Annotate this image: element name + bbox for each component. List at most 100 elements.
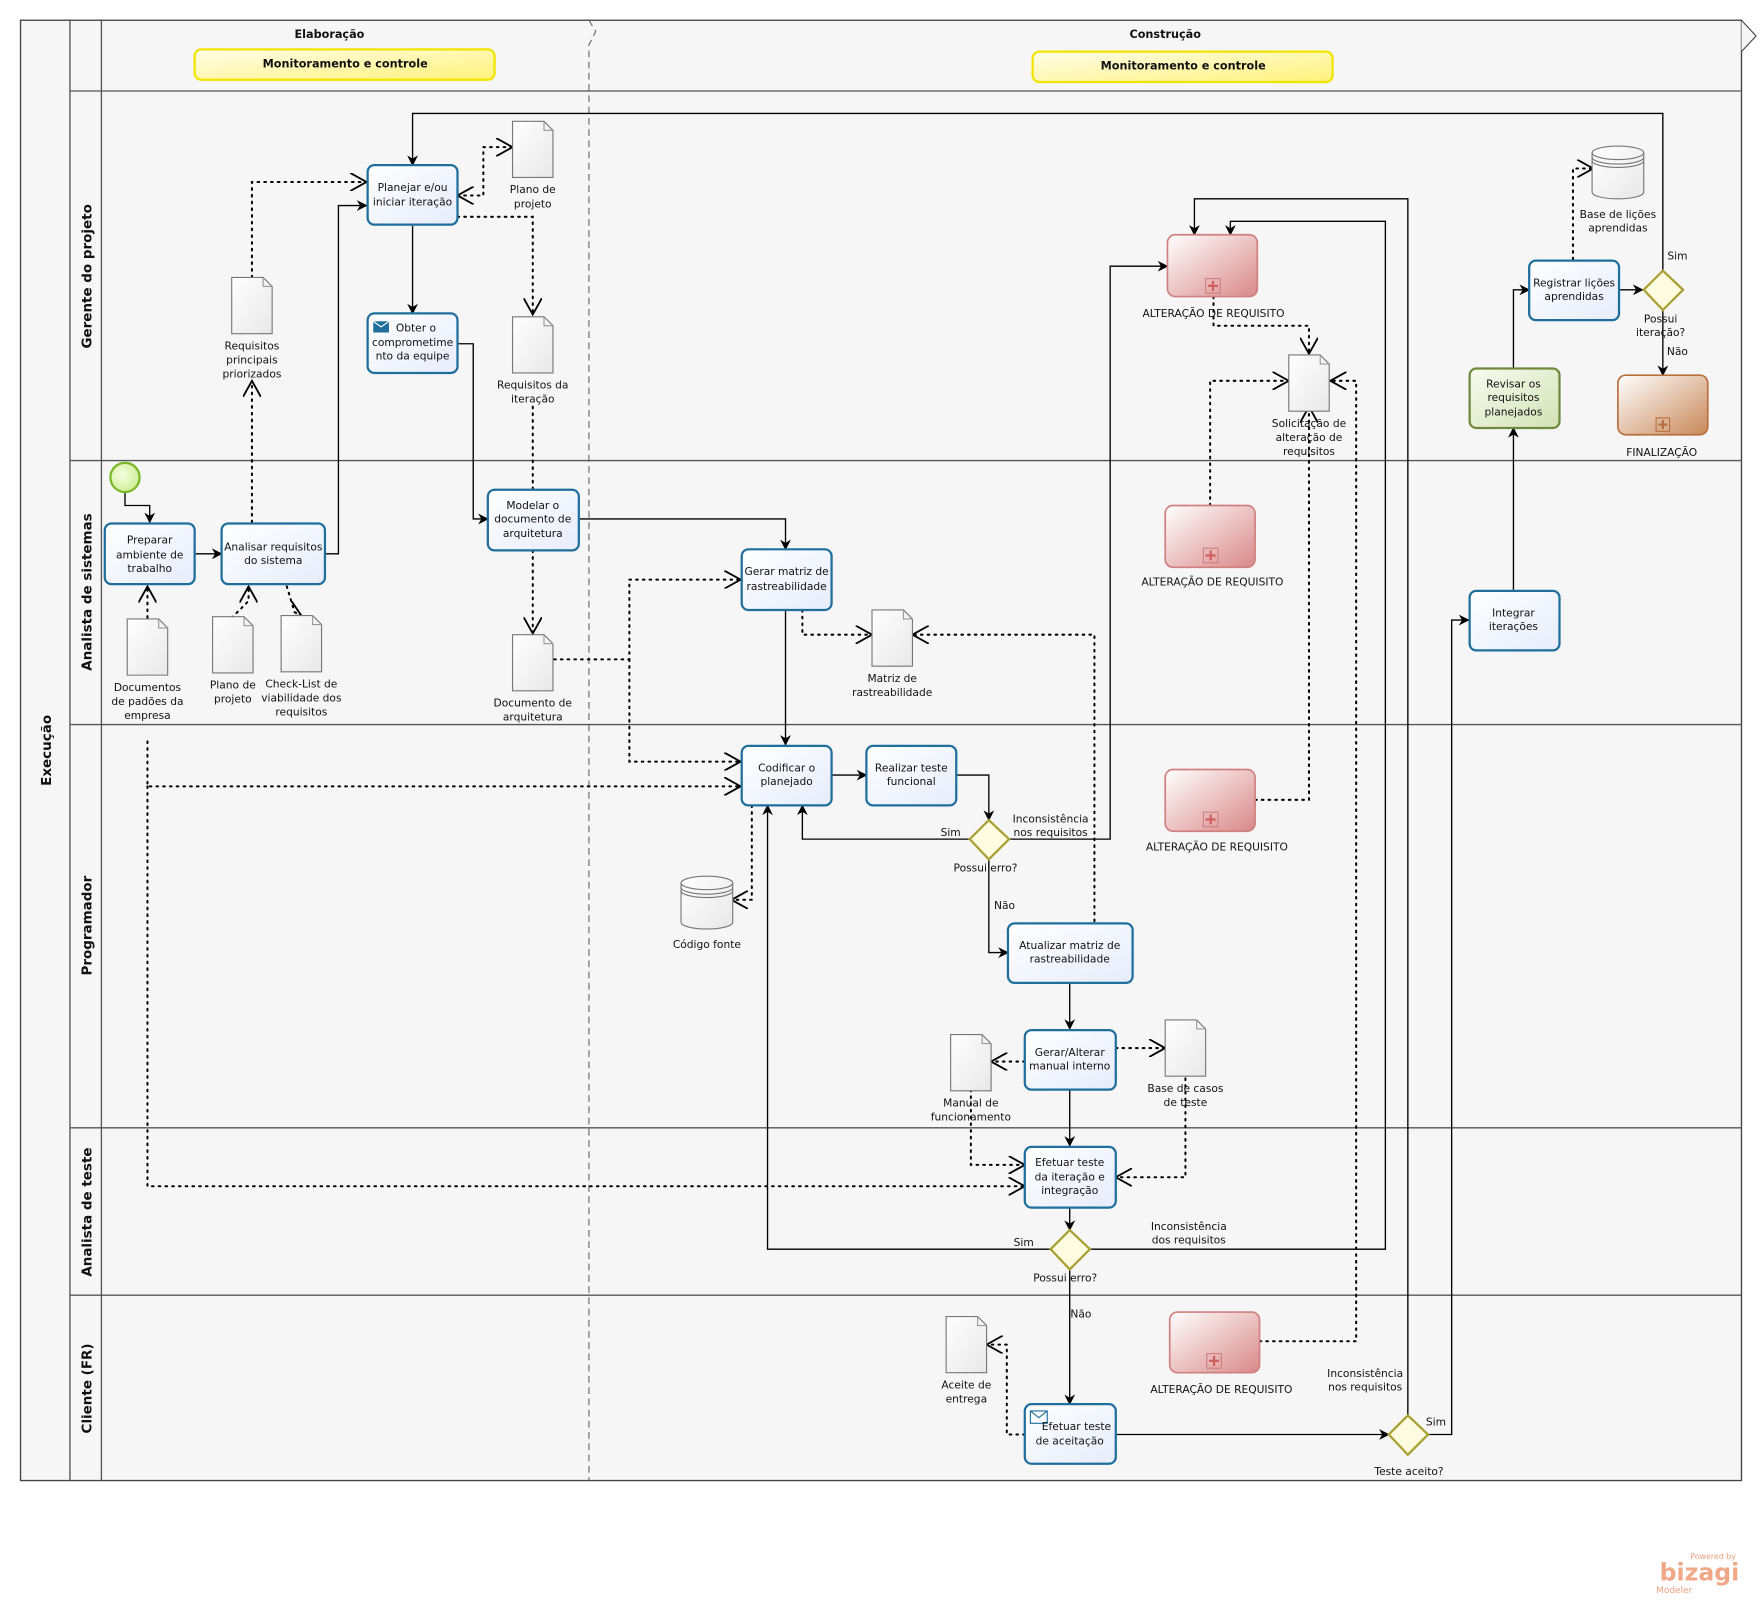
datastore-base-licoes-label-2: aprendidas (1588, 221, 1648, 234)
task-analisar-label-2: do sistema (244, 554, 302, 567)
task-integrar-label-2: iterações (1489, 620, 1539, 633)
subprocess-finalizacao[interactable]: FINALIZAÇÃO (1617, 374, 1709, 459)
data-object-label: principais (226, 353, 278, 366)
datastore-codigo-fonte[interactable]: Código fonte (673, 875, 741, 951)
milestone-elaboracao-label: Monitoramento e controle (263, 57, 428, 70)
document-icon (871, 609, 914, 667)
document-icon (1164, 1019, 1207, 1077)
task-preparar-label-1: Preparar (127, 534, 173, 547)
subprocess-alteracao-2[interactable]: ALTERAÇÃO DE REQUISITO (1141, 504, 1283, 589)
document-icon (126, 618, 169, 676)
milestone-construcao[interactable] (1031, 50, 1334, 84)
watermark-brand: bizagi (1660, 1559, 1740, 1587)
document-icon (511, 120, 554, 179)
subprocess-alteracao-3[interactable]: ALTERAÇÃO DE REQUISITO (1146, 768, 1288, 853)
gw4-label-2: iteração? (1636, 326, 1685, 339)
task-codificar-label-2: planejado (760, 775, 812, 788)
task-revisar-label-3: planejados (1484, 406, 1542, 419)
task-atualizar-label-1: Atualizar matriz de (1019, 939, 1120, 952)
document-icon (212, 616, 254, 674)
task-codificar-label-1: Codificar o (758, 762, 815, 775)
lane-label-analista-sistemas: Analista de sistemas (79, 513, 95, 670)
subprocess-alteracao-3-label: ALTERAÇÃO DE REQUISITO (1146, 840, 1288, 853)
task-planejar-label-1: Planejar e/ou (378, 181, 448, 194)
envelope-icon (1029, 1410, 1048, 1424)
task-preparar-label-3: trabalho (127, 562, 172, 575)
subprocess-alteracao-4[interactable]: ALTERAÇÃO DE REQUISITO (1150, 1311, 1292, 1396)
pool-label: Execução (39, 715, 55, 786)
task-integrar-label-1: Integrar (1492, 607, 1535, 620)
data-object-label: Manual de (943, 1096, 998, 1109)
data-object-label: Aceite de (941, 1378, 991, 1391)
task-gerar-matriz-label-2: rastreabilidade (747, 580, 827, 593)
lane-label-programador: Programador (79, 875, 95, 975)
data-object-label: empresa (124, 709, 171, 722)
data-object-label: rastreabilidade (852, 686, 932, 699)
task-efetuar-aceit-label-1: Efetuar teste (1042, 1420, 1111, 1433)
milestone-elaboracao[interactable] (193, 48, 496, 81)
task-obter-label-2: comprometime (372, 336, 453, 349)
subprocess-alteracao-1[interactable]: ALTERAÇÃO DE REQUISITO (1143, 233, 1285, 320)
data-object-label: projeto (514, 197, 552, 210)
document-icon (280, 615, 323, 673)
milestone-construcao-label: Monitoramento e controle (1101, 60, 1266, 73)
gw1-other-2: nos requisitos (1014, 826, 1089, 839)
subprocess-alteracao-1-label: ALTERAÇÃO DE REQUISITO (1143, 307, 1285, 320)
start-event[interactable] (109, 461, 141, 494)
data-object-label: requisitos (1283, 445, 1335, 458)
lanes: Gerente do projeto Analista de sistemas … (69, 204, 1742, 1433)
watermark-product: Modeler (1656, 1586, 1692, 1596)
lane-label-cliente: Cliente (FR) (79, 1343, 95, 1433)
data-object-label: de padões da (111, 695, 183, 708)
data-object-label: Plano de (510, 183, 556, 196)
task-registrar-label-1: Registrar lições (1533, 276, 1615, 289)
gw3-label: Teste aceito? (1373, 1465, 1443, 1478)
task-obter-label-1: Obter o (396, 321, 436, 334)
